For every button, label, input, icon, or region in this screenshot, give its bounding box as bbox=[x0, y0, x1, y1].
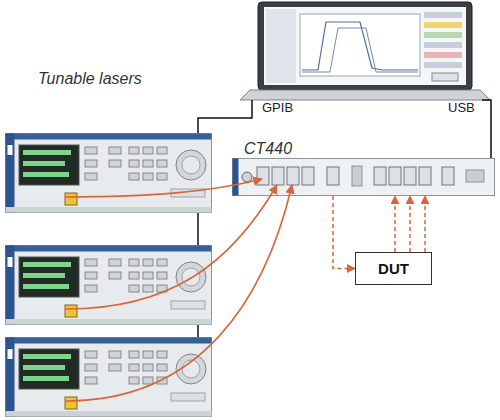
optical-fiber bbox=[66, 185, 292, 401]
device-box: DUT bbox=[355, 252, 432, 285]
box-label: DUT bbox=[378, 260, 409, 277]
fiber-connector bbox=[394, 196, 396, 252]
fiber-connector bbox=[424, 196, 426, 252]
ct440-unit bbox=[233, 159, 495, 196]
interface-label: GPIB bbox=[262, 100, 293, 115]
tunable-laser bbox=[6, 134, 212, 213]
usb-cable bbox=[482, 100, 491, 158]
fiber-connector bbox=[409, 196, 411, 252]
optical-fiber bbox=[66, 179, 262, 197]
tunable-laser bbox=[6, 246, 212, 325]
interface-label: USB bbox=[448, 100, 475, 115]
optical-fiber bbox=[66, 185, 277, 309]
laptop bbox=[240, 2, 490, 100]
gpib-cable bbox=[197, 325, 199, 337]
gpib-cable bbox=[198, 100, 252, 133]
gpib-cable bbox=[197, 213, 199, 245]
fiber-connector bbox=[333, 196, 355, 269]
tunable-laser bbox=[6, 338, 212, 417]
instrument-node: CT440 bbox=[232, 140, 495, 196]
instrument-name: CT440 bbox=[232, 140, 292, 158]
group-label: Tunable lasers bbox=[38, 70, 142, 88]
